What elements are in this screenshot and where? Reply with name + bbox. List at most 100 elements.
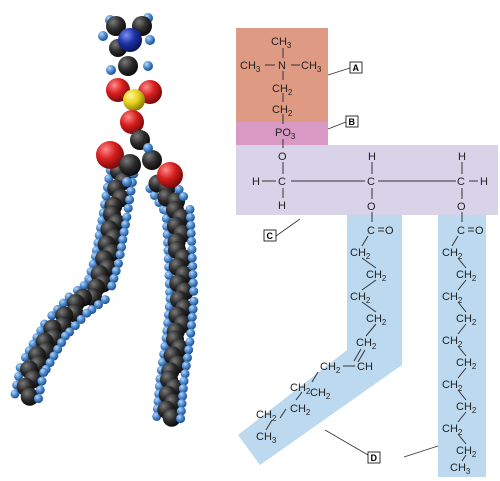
hydrogen-atom bbox=[143, 61, 153, 71]
callout-a: A bbox=[349, 61, 363, 74]
tail-left-ch3: CH3 bbox=[256, 431, 277, 445]
glycerol-h-top-right: H bbox=[458, 151, 466, 163]
hydrogen-atom bbox=[122, 177, 132, 187]
hydrogen-atom bbox=[20, 352, 30, 362]
hydrogen-atom bbox=[107, 281, 117, 291]
hydrogen-atom bbox=[186, 220, 196, 230]
glycerol-h-left: H bbox=[252, 176, 260, 188]
oxygen-atom bbox=[157, 162, 183, 188]
tail-left-ch2: CH2 bbox=[356, 337, 377, 351]
hydrogen-atom bbox=[174, 185, 184, 194]
hydrogen-atom bbox=[79, 280, 89, 290]
hydrogen-atom bbox=[179, 192, 189, 201]
hydrogen-atom bbox=[183, 353, 192, 363]
tail-left-ch2: CH2 bbox=[350, 247, 371, 261]
hydrogen-atoms-front bbox=[34, 169, 199, 424]
callout-c: C bbox=[263, 229, 277, 242]
hydrogen-atom bbox=[185, 204, 195, 214]
hydrogen-atom bbox=[181, 361, 191, 371]
hydrogen-atom bbox=[187, 236, 197, 246]
tail-right-ch2: CH2 bbox=[442, 247, 463, 261]
tail-right-carbonyl-o: O bbox=[475, 225, 484, 237]
svg-text:B: B bbox=[349, 117, 356, 127]
head-group-atoms bbox=[96, 13, 183, 188]
nitrogen-atom bbox=[118, 28, 142, 52]
tail-left-ch2: CH2 bbox=[290, 403, 311, 417]
carbon-atom bbox=[142, 150, 162, 170]
hydrogen-atom bbox=[14, 371, 23, 381]
callout-leaders bbox=[275, 67, 439, 458]
hydrogen-atom bbox=[188, 278, 198, 288]
hydrogen-atom bbox=[119, 227, 129, 237]
hydrogen-atom bbox=[178, 384, 188, 394]
hydrogen-atom bbox=[106, 65, 116, 75]
tail-right-ch2: CH2 bbox=[442, 423, 463, 437]
hydrogen-atom bbox=[187, 320, 196, 330]
hydrogen-atom bbox=[109, 273, 119, 283]
glycerol-c-mid: C bbox=[367, 176, 375, 188]
hydrogen-atom bbox=[76, 314, 86, 324]
svg-text:D: D bbox=[371, 453, 378, 463]
ch2-lower: CH2 bbox=[272, 104, 293, 118]
hydrogen-atom bbox=[111, 266, 121, 276]
hydrogen-atom bbox=[36, 326, 46, 336]
svg-text:A: A bbox=[353, 63, 360, 73]
hydrogen-atom bbox=[185, 337, 195, 347]
phosphorus-atom bbox=[123, 89, 145, 111]
carbon-atom bbox=[20, 387, 39, 406]
hydrogen-atom bbox=[178, 391, 188, 401]
glycerol-region bbox=[236, 145, 498, 215]
tail-left-ch2: CH2 bbox=[290, 382, 311, 396]
tail-left-ch2: CH2 bbox=[256, 409, 277, 423]
hydrogen-atom bbox=[118, 235, 128, 245]
hydrogen-atom bbox=[121, 220, 130, 230]
hydrogen-atom bbox=[39, 367, 49, 377]
tail-right-ch2: CH2 bbox=[442, 379, 463, 393]
hydrogen-atom bbox=[187, 245, 197, 254]
oxygen-atom bbox=[120, 110, 144, 134]
hydrogen-atom bbox=[186, 228, 196, 238]
glycerol-h-right: H bbox=[480, 176, 488, 188]
hydrogen-atom bbox=[143, 143, 153, 153]
hydrogen-atom bbox=[45, 358, 55, 368]
hydrogen-atom bbox=[189, 296, 199, 306]
hydrogen-atom bbox=[104, 174, 114, 184]
carbon-atom bbox=[162, 408, 181, 427]
hydrogen-atom bbox=[187, 253, 197, 263]
tail-right-ch3: CH3 bbox=[450, 462, 471, 476]
nitrogen-atom-label: N bbox=[278, 60, 286, 72]
methyl-right: CH3 bbox=[301, 60, 322, 74]
tail-left-ch2: CH2 bbox=[350, 291, 371, 305]
glycerol-o-right: O bbox=[457, 201, 466, 213]
carbon-chain-atoms bbox=[16, 162, 194, 427]
hydrogen-atom bbox=[82, 308, 92, 318]
hydrogen-atom bbox=[176, 414, 186, 424]
phosphate-oxygen: O bbox=[278, 151, 287, 163]
hydrogen-atom bbox=[70, 321, 80, 331]
tail-right-ch2: CH2 bbox=[442, 291, 463, 305]
tail-right-ch2: CH2 bbox=[456, 269, 477, 283]
hydrogen-atom bbox=[163, 254, 173, 264]
hydrogen-atom bbox=[37, 376, 47, 386]
hydrogen-atom bbox=[122, 212, 132, 222]
tail-right-carbonyl-c: C bbox=[457, 225, 465, 237]
tail-left-ch2: CH2 bbox=[320, 361, 341, 375]
hydrogen-atom bbox=[188, 261, 198, 271]
glycerol-c-left: C bbox=[278, 176, 286, 188]
fatty-acid-tail-left-region bbox=[238, 215, 402, 465]
hydrogen-atom bbox=[28, 339, 38, 349]
hydrogen-atom bbox=[125, 195, 135, 205]
hydrogen-atom bbox=[164, 271, 174, 280]
hydrogen-atom bbox=[188, 304, 198, 314]
hydrogen-atom bbox=[35, 385, 45, 395]
glycerol-h-top-mid: H bbox=[368, 151, 376, 163]
fatty-acid-tail-right-region bbox=[438, 215, 486, 477]
glycerol-c-right: C bbox=[457, 176, 465, 188]
hydrogen-atom bbox=[149, 191, 159, 200]
hydrogen-atom bbox=[34, 394, 43, 404]
structural-formula: CH3 CH3 N CH3 CH2 CH2 PO3 O H H H C C C … bbox=[236, 28, 498, 477]
tail-right-ch2: CH2 bbox=[456, 357, 477, 371]
hydrogen-atom bbox=[10, 389, 20, 399]
